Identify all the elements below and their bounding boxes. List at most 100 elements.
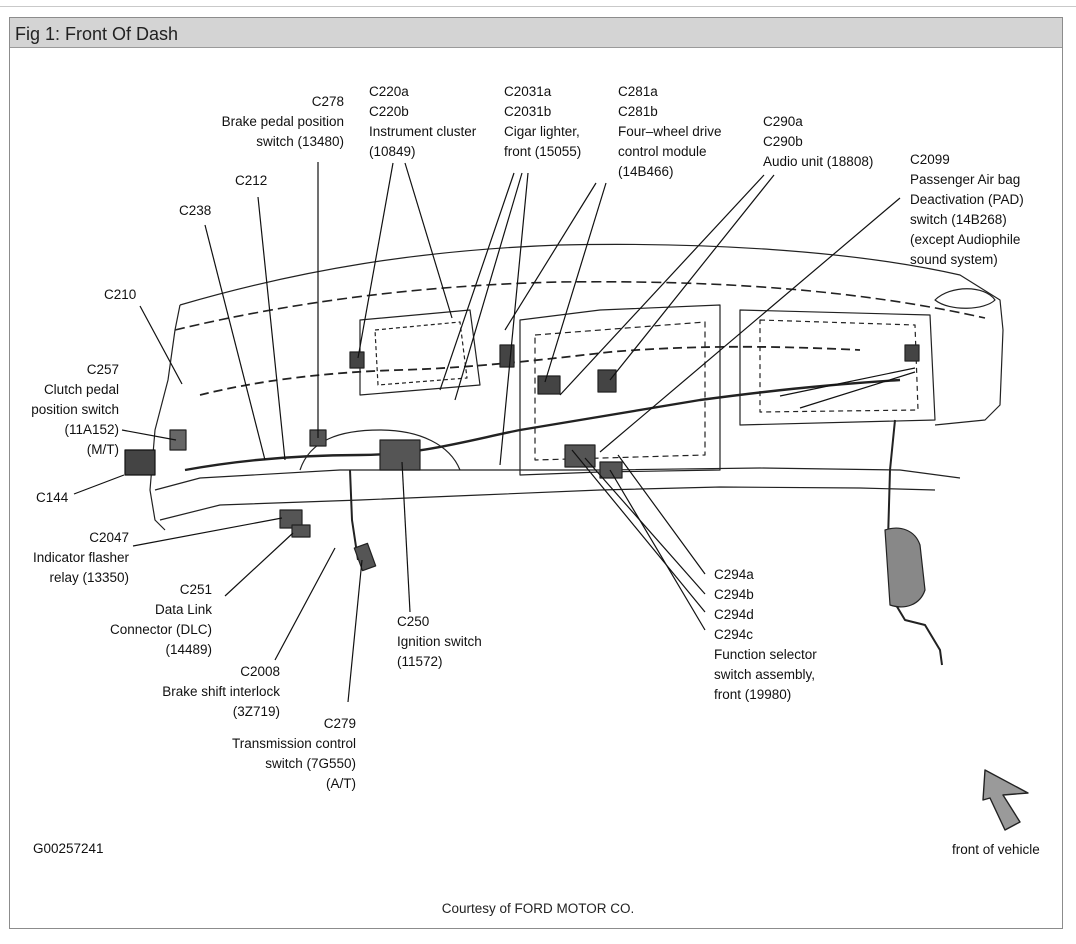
c294-id-b: C294b [714,587,754,602]
callout-c2099: C2099 Passenger Air bag Deactivation (PA… [910,150,1024,270]
c220-line1: Instrument cluster [369,124,477,139]
c250-line1: Ignition switch [397,634,482,649]
c250-id: C250 [397,614,430,629]
c294-line3: front (19980) [714,687,792,702]
connector-c251 [291,524,311,538]
callout-c220: C220a C220b Instrument cluster (10849) [369,82,476,162]
dash-left-end [149,304,181,531]
leader-c281a [504,182,597,331]
callout-c251: C251 Data Link Connector (DLC) (14489) [90,580,212,660]
c294-line1: Function selector [714,647,817,662]
c2008-line2: (3Z719) [232,704,280,719]
c2008-id: C2008 [240,664,280,679]
c279-line3: (A/T) [326,776,356,791]
dash-lower-edge [159,486,936,521]
front-of-vehicle-arrow-icon [982,769,1029,831]
connector-c294c [599,461,623,479]
connector-c290 [597,369,617,393]
c2008-line1: Brake shift interlock [162,684,280,699]
c279-line2: switch (7G550) [265,756,356,771]
c220-line2: (10849) [369,144,416,159]
connector-c281 [537,375,561,395]
leader-c290a [559,174,765,396]
harness-right-drop [887,419,943,666]
leader-c294c [609,469,706,631]
glovebox-area [739,309,936,426]
c257-line1: Clutch pedal [43,382,119,397]
leader-c220a [357,162,394,359]
dash-front-edge [174,280,986,331]
c257-id: C257 [86,362,119,377]
c281-id-b: C281b [618,104,658,119]
c294-line2: switch assembly, [714,667,816,682]
connector-c220 [349,351,365,369]
callout-c278: C278 Brake pedal position switch (13480) [208,92,344,152]
connector-c279 [353,542,377,572]
callout-c2008: C2008 Brake shift interlock (3Z719) [140,662,280,722]
c251-line1: Data Link [154,602,212,617]
dash-top-outline [179,243,1004,426]
leader-c281b [544,182,607,383]
leader-c2047 [132,517,283,547]
c290-id-a: C290a [763,114,803,129]
front-of-vehicle-label: front of vehicle [952,842,1040,857]
leader-c290b [609,174,775,381]
c2047-line1: Indicator flasher [32,550,129,565]
leader-c251 [224,532,294,597]
c238-id: C238 [179,203,212,218]
c2099-line2: Deactivation (PAD) [910,192,1024,207]
leader-c2031a [439,172,515,391]
leader-c238 [204,224,266,461]
top-divider [0,6,1076,7]
connector-c2031 [499,344,515,368]
callout-c144: C144 [36,488,68,508]
connector-c2047 [279,509,303,529]
steering-column-opening [299,429,461,471]
callout-c250: C250 Ignition switch (11572) [397,612,482,672]
c257-line2: position switch [31,402,119,417]
callout-c294: C294a C294b C294d C294c Function selecto… [714,565,817,705]
c294-id-d: C294d [714,607,754,622]
leader-c279 [347,559,363,703]
c281-line3: (14B466) [618,164,674,179]
c251-line2: Connector (DLC) [109,622,212,637]
leader-c2008 [274,547,336,661]
c251-id: C251 [179,582,212,597]
courtesy-credit: Courtesy of FORD MOTOR CO. [441,901,635,916]
callout-c2047: C2047 Indicator flasher relay (13350) [20,528,129,588]
c279-line1: Transmission control [231,736,356,751]
cluster-inner [374,321,468,386]
c2031-line1: Cigar lighter, [504,124,580,139]
harness-dash-run [199,345,861,396]
c278-id: C278 [311,94,344,109]
leader-c257 [121,429,177,441]
figure-frame: Fig 1: Front Of Dash [9,17,1063,929]
connector-c257 [169,429,187,451]
c250-line2: (11572) [397,654,443,669]
c220-id-b: C220b [369,104,409,119]
c294-id-a: C294a [714,567,754,582]
leader-c2031c [499,172,529,466]
figure-title-bar: Fig 1: Front Of Dash [10,18,1062,48]
callout-c212: C212 [235,171,267,191]
c144-id: C144 [36,490,69,505]
connector-c2099 [904,344,920,362]
c220-id-a: C220a [369,84,409,99]
callout-c238: C238 [179,201,211,221]
dash-lower-trim [154,467,961,491]
leader-c294b [584,457,706,595]
callout-c281: C281a C281b Four–wheel drive control mod… [618,82,722,182]
c281-id-a: C281a [618,84,658,99]
c281-line1: Four–wheel drive [618,124,722,139]
defrost-vent [934,288,996,309]
leader-c210 [139,305,183,385]
c290-id-b: C290b [763,134,803,149]
callout-c210: C210 [104,285,136,305]
c257-line4: (M/T) [86,442,119,457]
connector-c144 [124,449,156,476]
c251-line3: (14489) [165,642,212,657]
glovebox-inner [759,319,919,413]
main-harness [184,378,901,472]
c2031-line2: front (15055) [504,144,582,159]
c2099-id: C2099 [910,152,950,167]
